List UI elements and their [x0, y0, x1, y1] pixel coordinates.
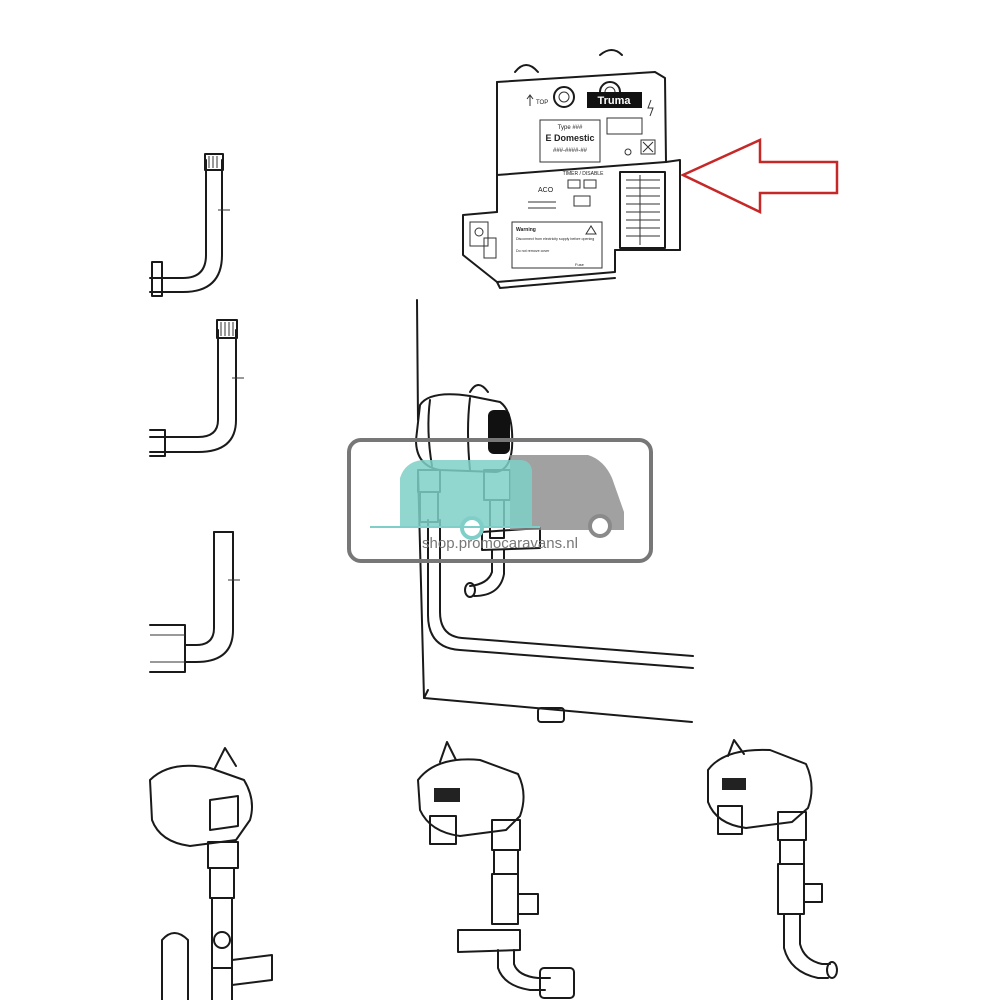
brand-label: Truma: [597, 95, 631, 107]
model-line-2: ###-####-##: [553, 148, 588, 154]
pipe-variant-3: [149, 531, 240, 673]
pipe-variant-1: [149, 153, 230, 297]
control-box: Truma TOP Type ### E Domestic ###-####-#…: [462, 49, 681, 289]
watermark: shop.promocaravans.nl: [347, 438, 653, 563]
watermark-text: shop.promocaravans.nl: [422, 535, 578, 552]
red-arrow-icon: [680, 138, 839, 214]
model-line-1: E Domestic: [545, 133, 594, 143]
output-label: TIMER / DISABLE: [563, 171, 605, 177]
warning-text-2: Do not remove cover: [516, 249, 550, 253]
type-plate: Type ###: [558, 125, 583, 131]
valve-variant-2: [417, 741, 575, 999]
caravan-icon: [400, 460, 532, 526]
top-mark: TOP: [536, 100, 548, 106]
warning-title: Warning: [516, 227, 536, 233]
valve-variant-3: [707, 739, 838, 979]
warning-text: Disconnect from electricity supply befor…: [516, 237, 594, 241]
pipe-variant-2: [149, 319, 244, 457]
valve-variant-1: [149, 747, 273, 1000]
fuse-label: Fuse: [575, 262, 585, 267]
terminals-label: ACO: [538, 187, 554, 194]
motorhome-icon: [510, 455, 624, 530]
watermark-frame: [347, 438, 653, 563]
